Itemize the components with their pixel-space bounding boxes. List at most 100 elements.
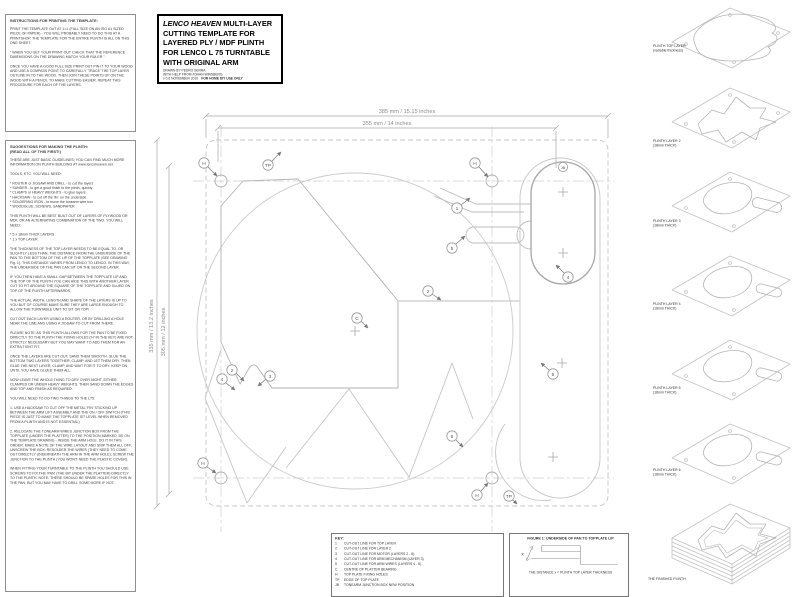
layer-diagrams (671, 7, 791, 585)
dim-top-inner: 355 mm / 14 inches (363, 121, 412, 127)
key-title: KEY: (335, 536, 344, 541)
credit-drawn-by: DRAWN BY PEDRO SERRA (163, 69, 206, 73)
callout-c-centre: C (351, 312, 369, 329)
platter-circle (196, 172, 514, 490)
callout-h-bottom-right: H (471, 482, 489, 501)
printing-instructions-box: INSTRUCTIONS FOR PRINTING THE TEMPLATE: … (5, 14, 136, 132)
credit-use: FOR HOME DIY USE ONLY (201, 77, 243, 81)
diagram-layer-4 (671, 255, 791, 317)
printing-instructions-body: PRINT THE TEMPLATE OUT AT 1=1 (FULL SIZE… (10, 26, 133, 88)
label-layer-6: PLINTH LAYER 6 (18mm THICK) (653, 468, 681, 477)
title-block: LENCO HEAVEN MULTI-LAYER CUTTING TEMPLAT… (157, 14, 283, 84)
svg-text:1: 1 (456, 206, 459, 212)
credit-help: WITH HELP FROM JOHAN WINSBERG (163, 73, 223, 77)
callout-tp-bottom-right: TP (503, 490, 518, 505)
centre-lines (193, 126, 614, 532)
svg-text:4: 4 (221, 377, 224, 383)
making-suggestions-box: SUGGESTIONS FOR MAKING THE PLINTH: (READ… (5, 140, 136, 592)
figure1-box: FIGURE 1: UNDERSIDE OF PAN TO TOPPLATE L… (509, 533, 629, 597)
svg-text:3: 3 (269, 374, 272, 380)
svg-text:H: H (201, 461, 205, 467)
svg-text:H: H (475, 493, 479, 499)
credit-version: v 0.6 NOVEMBER 2010 (163, 77, 199, 81)
diagram-finished-plinth (671, 503, 791, 585)
callout-h-bottom-left: H (197, 457, 217, 474)
making-suggestions-title: SUGGESTIONS FOR MAKING THE PLINTH: (READ… (10, 144, 89, 154)
dim-left-outer: 335 mm / 13.2 inches (149, 299, 155, 353)
callout-4-notch: 4 (216, 373, 236, 391)
callout-2-line: 2 (422, 285, 442, 301)
cross-marks (350, 187, 568, 462)
callout-2-notch: 2 (226, 364, 245, 382)
callout-5-slot: 5 (446, 235, 466, 254)
label-top-layer: PLINTH TOP LAYER (variable thickness) (653, 44, 686, 53)
svg-text:5: 5 (451, 434, 454, 440)
svg-text:2: 2 (427, 289, 430, 295)
diagram-layer-6 (671, 423, 791, 485)
callout-4-pill: 4 (555, 264, 574, 283)
figure1-diagram: x (522, 545, 618, 565)
diagram-layer-5 (671, 339, 791, 401)
arm-mechanism-inner-pill (530, 161, 596, 285)
svg-text:5: 5 (552, 372, 555, 378)
svg-text:TP: TP (506, 494, 512, 500)
callout-jb: JB (558, 161, 569, 172)
svg-text:5: 5 (451, 246, 454, 252)
topplate-edge-outline (205, 139, 609, 507)
callout-5-wing: 5 (446, 430, 464, 448)
label-layer-4: PLINTH LAYER 4 (18mm THICK) (653, 302, 681, 311)
pan-bottom-curve (495, 423, 552, 501)
sheet-title: LENCO HEAVEN MULTI-LAYER CUTTING TEMPLAT… (163, 19, 277, 67)
sheet-title-rest: MULTI-LAYER CUTTING TEMPLATE FOR LAYERED… (163, 19, 273, 67)
callout-h-top-left: H (198, 157, 218, 177)
dim-top-outer: 385 mm / 15.15 inches (379, 109, 436, 115)
arm-wires-slot (465, 220, 532, 250)
callout-h-top-right: H (469, 157, 489, 178)
dim-left-inner: 305 mm / 12 inches (161, 307, 167, 356)
label-finished-plinth: THE FINISHED PLINTH (648, 577, 686, 582)
dimension-labels: 385 mm / 15.15 inches 355 mm / 14 inches… (149, 109, 435, 356)
sheet-title-brand: LENCO HEAVEN (163, 19, 222, 28)
svg-text:H: H (473, 161, 477, 167)
label-layer-3: PLINTH LAYER 3 (18mm THICK) (653, 219, 681, 228)
callout-3-notch: 3 (257, 370, 276, 387)
callout-5-pill: 5 (540, 362, 559, 380)
svg-text:2: 2 (231, 368, 234, 374)
callouts: H TP H 1 5 (197, 151, 574, 505)
diagram-top-layer (671, 7, 791, 69)
arm-hole-outer-pill (519, 157, 601, 499)
topplate-cut-channel (433, 187, 531, 213)
diagram-layer-3 (671, 171, 791, 233)
svg-text:H: H (202, 161, 206, 167)
motor-cutout-outline (220, 178, 399, 389)
svg-text:JB: JB (561, 166, 566, 170)
svg-text:TP: TP (265, 163, 271, 169)
label-layer-2: PLINTH LAYER 2 (18mm THICK) (653, 139, 681, 148)
callout-tp-top-left: TP (262, 151, 282, 171)
printing-instructions-title: INSTRUCTIONS FOR PRINTING THE TEMPLATE: (10, 18, 98, 24)
credits: DRAWN BY PEDRO SERRA WITH HELP FROM JOHA… (163, 69, 277, 94)
svg-text:C: C (355, 316, 359, 322)
fixing-holes (214, 174, 499, 485)
diagram-layer-2 (671, 87, 791, 149)
dimension-lines (153, 112, 612, 510)
arm-wires-wing-lines (204, 349, 474, 504)
svg-text:x: x (522, 552, 525, 557)
svg-text:4: 4 (567, 275, 570, 281)
figure1-title: FIGURE 1: UNDERSIDE OF PAN TO TOPPLATE L… (527, 536, 614, 541)
making-suggestions-body: THESE ARE JUST BASIC GUIDELINES; YOU CAN… (10, 157, 134, 485)
figure1-caption: THE DISTANCE x = PLINTH TOP LAYER THICKN… (528, 571, 613, 575)
label-layer-5: PLINTH LAYER 5 (18mm THICK) (653, 386, 681, 395)
